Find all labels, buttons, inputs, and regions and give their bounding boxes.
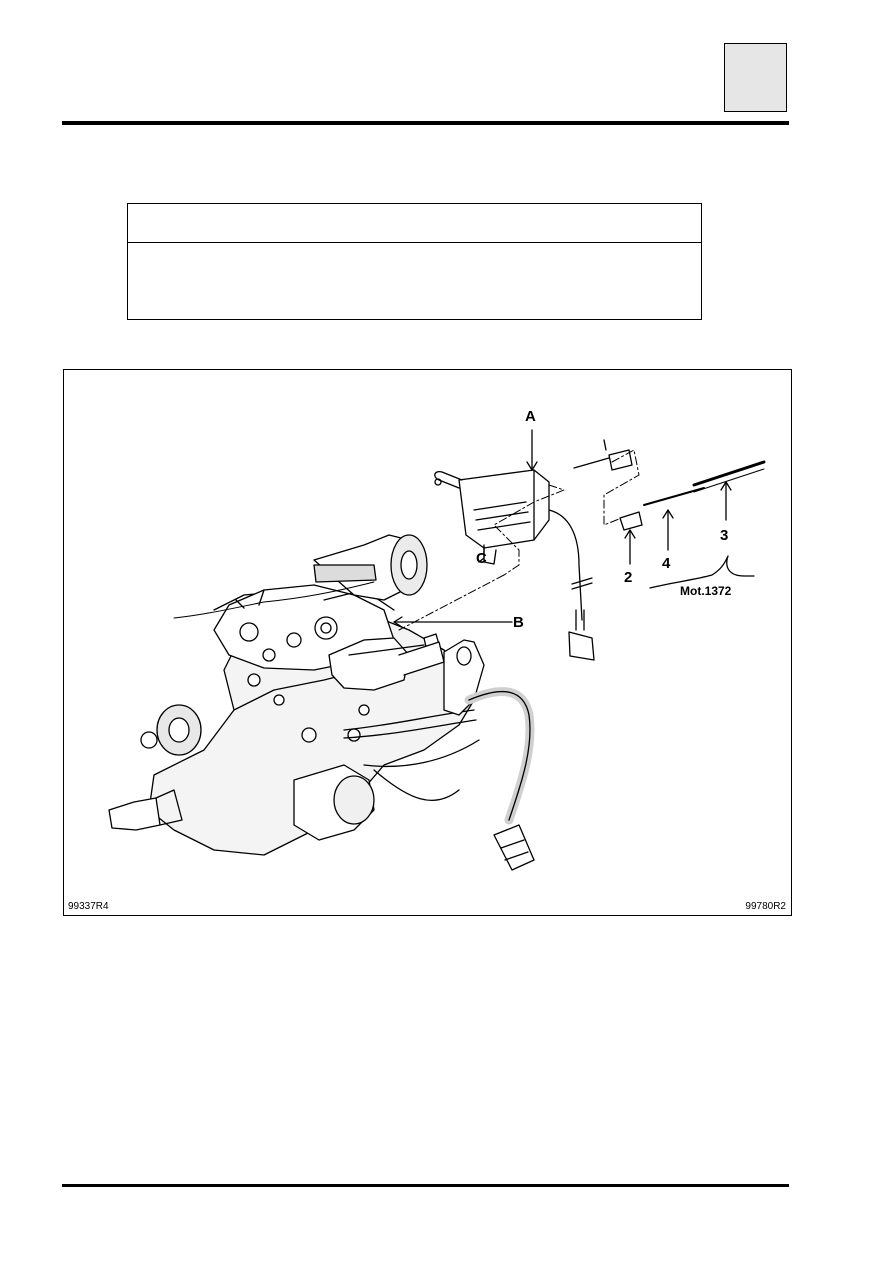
header-rule bbox=[62, 121, 789, 125]
callout-c: C bbox=[476, 550, 487, 567]
figure-ref-right: 99780R2 bbox=[745, 901, 786, 912]
callout-b: B bbox=[513, 614, 524, 631]
figure-ref-left: 99337R4 bbox=[68, 901, 109, 912]
callout-3: 3 bbox=[720, 527, 728, 544]
section-tab-box bbox=[724, 43, 787, 112]
pump-exploded-drawing: A B C 2 3 4 Mot.1372 bbox=[108, 408, 766, 871]
info-table bbox=[127, 203, 702, 320]
callout-2: 2 bbox=[624, 569, 632, 586]
footer-rule bbox=[62, 1184, 789, 1187]
technical-figure: A B C 2 3 4 Mot.1372 99337R4 99780R2 bbox=[63, 369, 792, 916]
callout-a: A bbox=[525, 408, 536, 425]
info-table-header bbox=[128, 204, 701, 243]
tool-reference-label: Mot.1372 bbox=[680, 584, 732, 598]
callout-4: 4 bbox=[662, 555, 671, 572]
